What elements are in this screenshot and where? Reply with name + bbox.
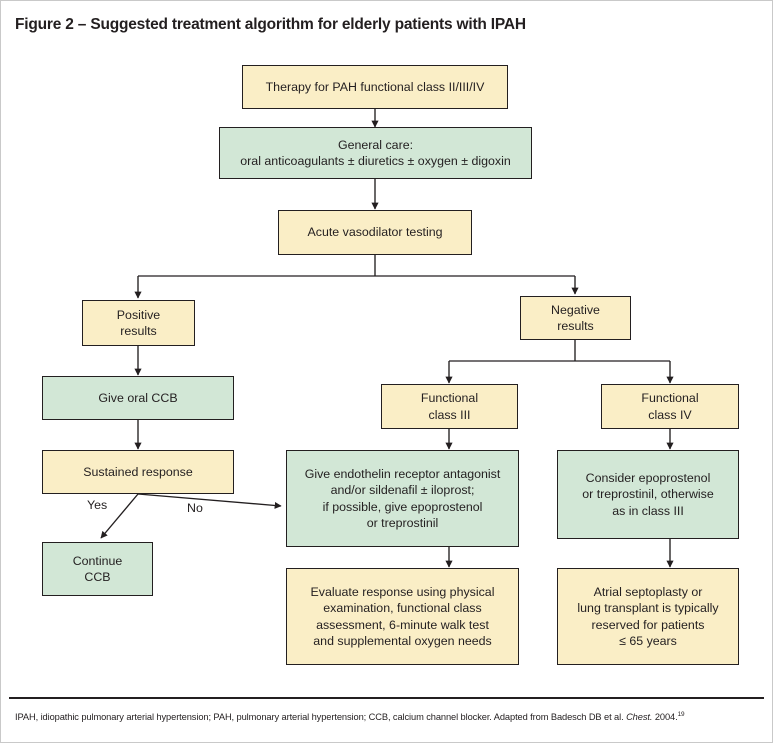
node-functional-class-iii[interactable]: Functional class III bbox=[381, 384, 518, 429]
node-continue-ccb[interactable]: Continue CCB bbox=[42, 542, 153, 596]
node-functional-class-iii-label: Functional class III bbox=[420, 391, 479, 422]
node-positive-results[interactable]: Positive results bbox=[82, 300, 195, 346]
footnote-divider bbox=[9, 697, 764, 699]
node-negative-results[interactable]: Negative results bbox=[520, 296, 631, 340]
node-functional-class-iv-label: Functional class IV bbox=[641, 391, 699, 422]
node-atrial-septoplasty[interactable]: Atrial septoplasty or lung transplant is… bbox=[557, 568, 739, 665]
node-general-care-label: General care: oral anticoagulants ± diur… bbox=[240, 137, 511, 168]
node-give-oral-ccb-label: Give oral CCB bbox=[98, 390, 178, 405]
node-sustained-response-label: Sustained response bbox=[83, 464, 193, 479]
node-atrial-septoplasty-label: Atrial septoplasty or lung transplant is… bbox=[577, 584, 719, 648]
edge-label-yes: Yes bbox=[87, 498, 108, 512]
figure-footnote: IPAH, idiopathic pulmonary arterial hype… bbox=[15, 711, 760, 723]
node-class-iv-treatment[interactable]: Consider epoprostenol or treprostinil, o… bbox=[557, 450, 739, 539]
node-evaluate-response[interactable]: Evaluate response using physical examina… bbox=[286, 568, 519, 665]
node-general-care[interactable]: General care: oral anticoagulants ± diur… bbox=[219, 127, 532, 179]
footnote-journal: Chest. bbox=[626, 712, 653, 723]
node-therapy-label: Therapy for PAH functional class II/III/… bbox=[265, 79, 485, 94]
figure-title: Figure 2 – Suggested treatment algorithm… bbox=[15, 16, 526, 33]
node-give-oral-ccb[interactable]: Give oral CCB bbox=[42, 376, 234, 420]
node-acute-vasodilator-testing[interactable]: Acute vasodilator testing bbox=[278, 210, 472, 255]
node-sustained-response[interactable]: Sustained response bbox=[42, 450, 234, 494]
node-class-iii-treatment[interactable]: Give endothelin receptor antagonist and/… bbox=[286, 450, 519, 547]
node-therapy[interactable]: Therapy for PAH functional class II/III/… bbox=[242, 65, 508, 109]
node-class-iv-treatment-label: Consider epoprostenol or treprostinil, o… bbox=[582, 470, 714, 518]
node-class-iii-treatment-label: Give endothelin receptor antagonist and/… bbox=[304, 466, 501, 530]
node-negative-results-label: Negative results bbox=[551, 302, 600, 333]
footnote-main-text: IPAH, idiopathic pulmonary arterial hype… bbox=[15, 712, 627, 723]
node-continue-ccb-label: Continue CCB bbox=[72, 553, 123, 584]
footnote-reference-number: 19 bbox=[677, 711, 685, 718]
node-acute-testing-label: Acute vasodilator testing bbox=[307, 225, 443, 240]
footnote-year: 2004. bbox=[652, 712, 678, 723]
node-evaluate-response-label: Evaluate response using physical examina… bbox=[310, 584, 495, 648]
node-functional-class-iv[interactable]: Functional class IV bbox=[601, 384, 739, 429]
node-positive-results-label: Positive results bbox=[116, 307, 161, 338]
edge-label-no: No bbox=[187, 501, 203, 515]
